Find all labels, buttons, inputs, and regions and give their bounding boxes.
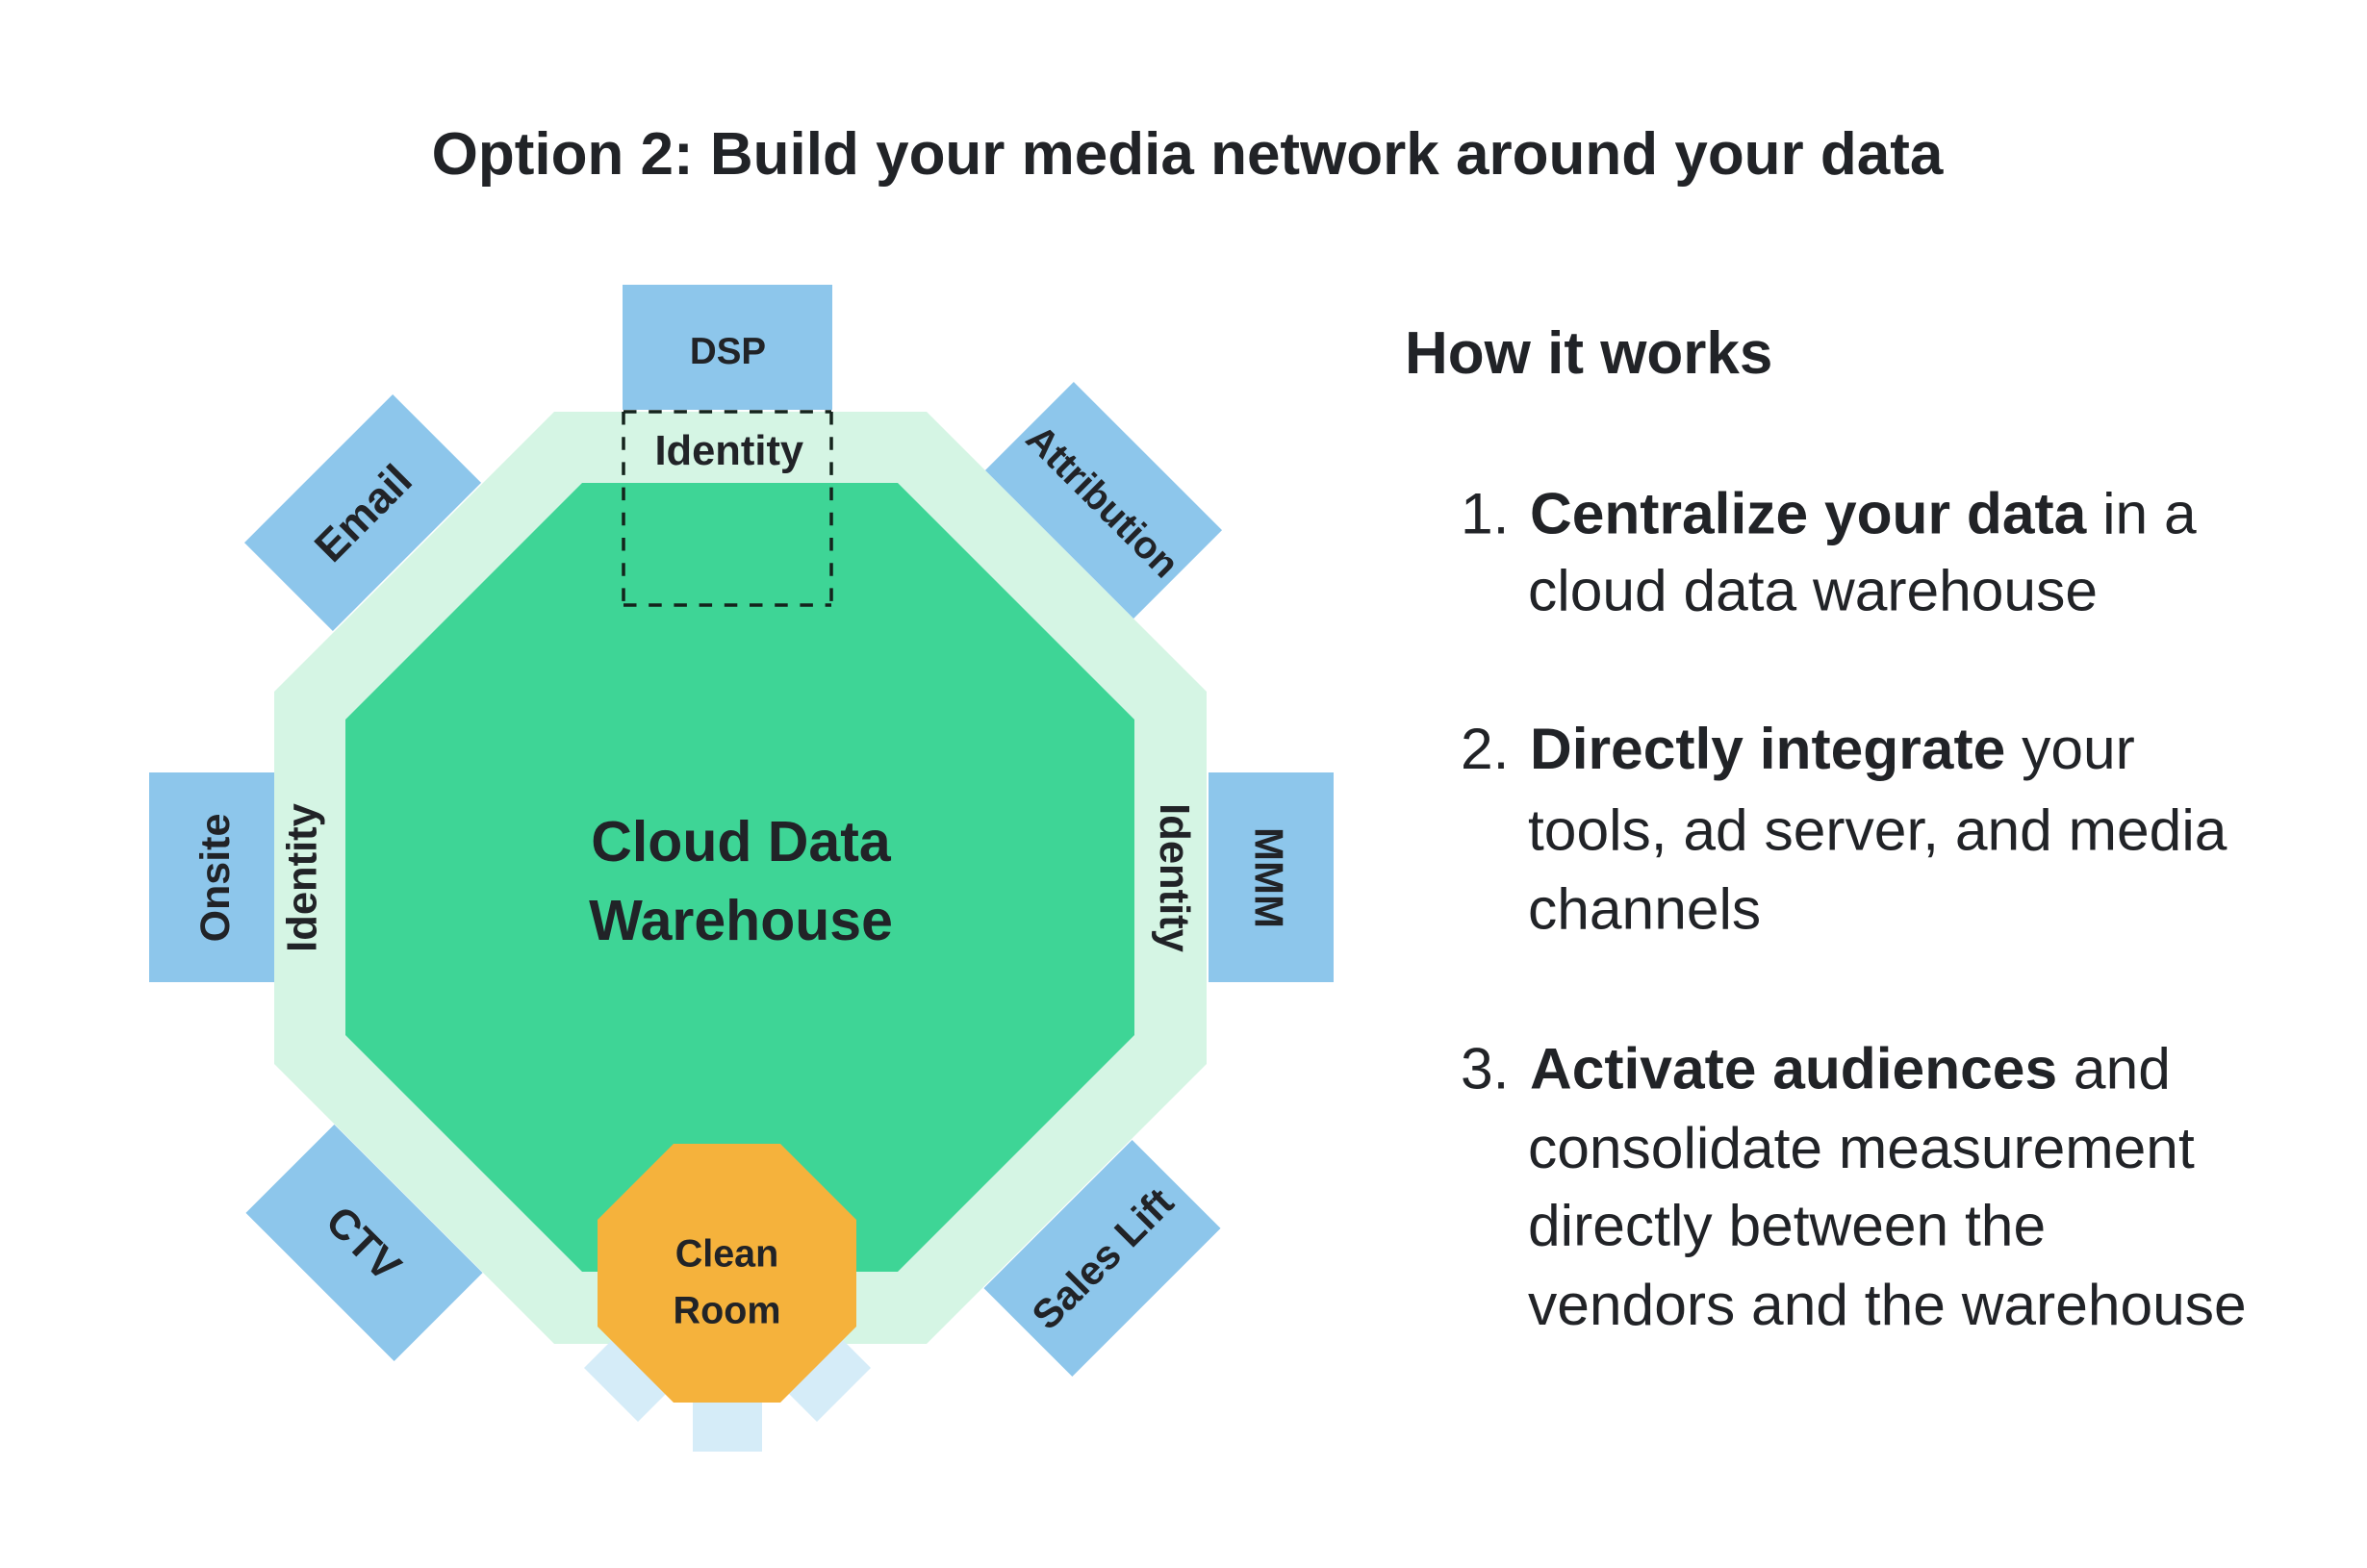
svg-text:1.Centralize your data in a: 1.Centralize your data in a [1461, 481, 2197, 546]
svg-text:How it works: How it works [1405, 320, 1772, 387]
svg-text:vendors and the warehouse: vendors and the warehouse [1528, 1272, 2247, 1337]
svg-text:channels: channels [1528, 876, 1761, 942]
svg-text:Clean: Clean [675, 1232, 779, 1275]
svg-text:tools, ad server, and media: tools, ad server, and media [1528, 797, 2227, 863]
svg-text:Identity: Identity [280, 803, 326, 952]
svg-text:Identity: Identity [1151, 803, 1197, 952]
svg-text:Onsite: Onsite [192, 814, 239, 943]
svg-text:Identity: Identity [654, 428, 803, 474]
svg-text:3.Activate audiences and: 3.Activate audiences and [1461, 1036, 2171, 1101]
svg-text:consolidate measurement: consolidate measurement [1528, 1115, 2195, 1180]
svg-text:directly between the: directly between the [1528, 1193, 2046, 1258]
svg-text:2.Directly integrate your: 2.Directly integrate your [1461, 716, 2135, 781]
svg-text:Option 2: Build your media net: Option 2: Build your media network aroun… [432, 121, 1944, 188]
svg-text:Room: Room [674, 1289, 781, 1331]
svg-text:MMM: MMM [1247, 827, 1292, 928]
svg-text:Cloud Data: Cloud Data [591, 810, 892, 873]
svg-text:cloud data warehouse: cloud data warehouse [1528, 558, 2098, 623]
svg-text:Warehouse: Warehouse [589, 889, 893, 952]
svg-text:DSP: DSP [690, 331, 766, 372]
